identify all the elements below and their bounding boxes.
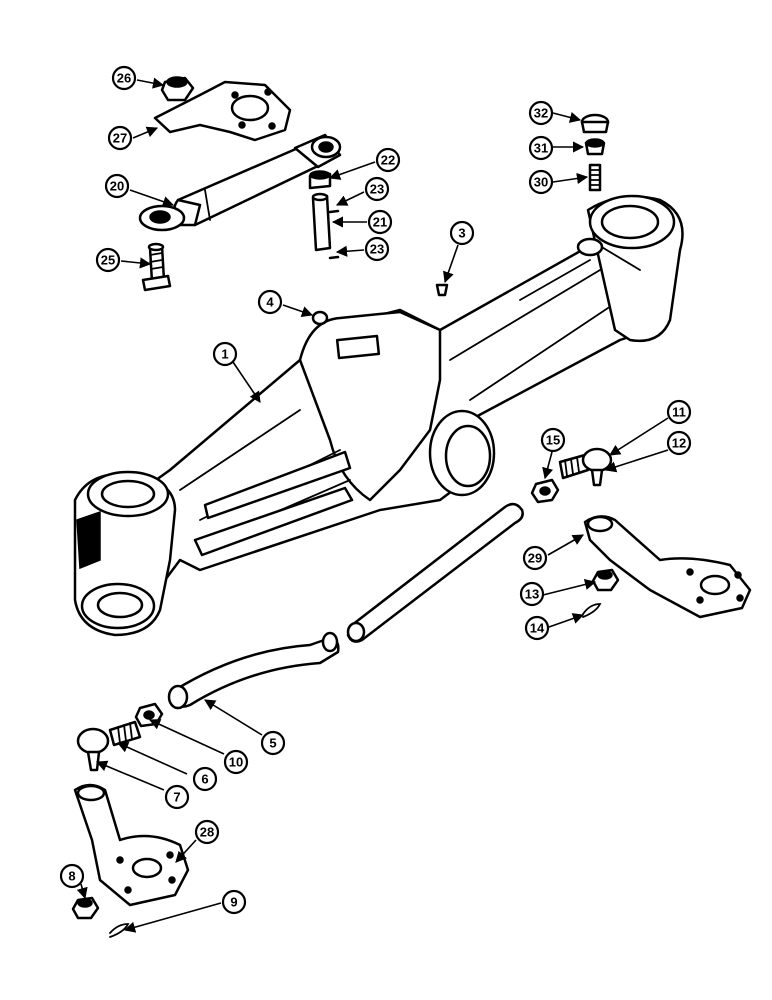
- callout-26: 26: [111, 65, 137, 91]
- svg-text:27: 27: [113, 131, 127, 146]
- tie-rod: [167, 502, 524, 710]
- callout-30: 30: [528, 169, 554, 195]
- callout-20: 20: [104, 173, 130, 199]
- svg-text:21: 21: [373, 215, 387, 230]
- callout-14: 14: [524, 615, 550, 641]
- steering-cylinder: [138, 133, 342, 232]
- left-nut: [71, 896, 100, 920]
- svg-text:6: 6: [201, 772, 208, 787]
- cylinder-pin: [308, 170, 340, 260]
- left-tie-rod-end: [76, 702, 164, 772]
- callout-9: 9: [221, 889, 247, 915]
- cylinder-bracket: [153, 80, 292, 142]
- callout-31: 31: [528, 135, 554, 161]
- callout-12: 12: [666, 430, 692, 456]
- callout-5: 5: [260, 730, 286, 756]
- callout-10: 10: [223, 749, 249, 775]
- callout-25: 25: [95, 247, 121, 273]
- right-steering-arm: [583, 515, 752, 619]
- svg-text:20: 20: [110, 179, 124, 194]
- right-cotter-pin: [582, 603, 602, 618]
- callout-23a: 23: [364, 176, 390, 202]
- callout-28: 28: [194, 819, 220, 845]
- callout-1: 1: [212, 341, 238, 367]
- svg-text:1: 1: [221, 347, 228, 362]
- callout-13: 13: [519, 581, 545, 607]
- axle-housing: [73, 194, 684, 637]
- svg-text:12: 12: [672, 436, 686, 451]
- bolt: [141, 242, 172, 292]
- nut: [160, 76, 195, 102]
- callout-21: 21: [367, 209, 393, 235]
- svg-text:32: 32: [534, 106, 548, 121]
- svg-text:10: 10: [229, 755, 243, 770]
- callout-29: 29: [522, 545, 548, 571]
- svg-text:3: 3: [458, 226, 465, 241]
- callout-23b: 23: [364, 236, 390, 262]
- svg-text:15: 15: [546, 433, 560, 448]
- leader-lines: [76, 77, 669, 933]
- right-tie-rod-end: [530, 447, 613, 504]
- svg-text:9: 9: [230, 895, 237, 910]
- svg-text:23: 23: [370, 182, 384, 197]
- svg-text:30: 30: [534, 175, 548, 190]
- callout-15: 15: [540, 427, 566, 453]
- svg-text:23: 23: [370, 242, 384, 257]
- svg-text:25: 25: [101, 253, 115, 268]
- callout-4: 4: [257, 289, 283, 315]
- svg-text:11: 11: [672, 405, 686, 420]
- svg-text:7: 7: [173, 790, 180, 805]
- callout-3: 3: [449, 220, 475, 246]
- callout-32: 32: [528, 100, 554, 126]
- svg-text:5: 5: [269, 736, 276, 751]
- callouts: 1 3 4 5 6 7 8 9 10 11 12 13 14 15 20 21 …: [59, 65, 692, 915]
- svg-text:26: 26: [117, 71, 131, 86]
- svg-text:31: 31: [534, 141, 548, 156]
- svg-text:14: 14: [530, 621, 545, 636]
- callout-7: 7: [164, 784, 190, 810]
- callout-11: 11: [666, 399, 692, 425]
- svg-text:8: 8: [68, 869, 75, 884]
- svg-text:13: 13: [525, 587, 539, 602]
- svg-text:29: 29: [528, 551, 542, 566]
- svg-text:4: 4: [266, 295, 274, 310]
- callout-8: 8: [59, 863, 85, 889]
- callout-27: 27: [107, 125, 133, 151]
- callout-22: 22: [375, 147, 401, 173]
- kingpin-stack: [580, 113, 610, 192]
- left-steering-arm: [73, 783, 190, 907]
- right-nut: [591, 568, 620, 592]
- callout-6: 6: [192, 766, 218, 792]
- svg-text:22: 22: [381, 153, 395, 168]
- svg-text:28: 28: [200, 825, 214, 840]
